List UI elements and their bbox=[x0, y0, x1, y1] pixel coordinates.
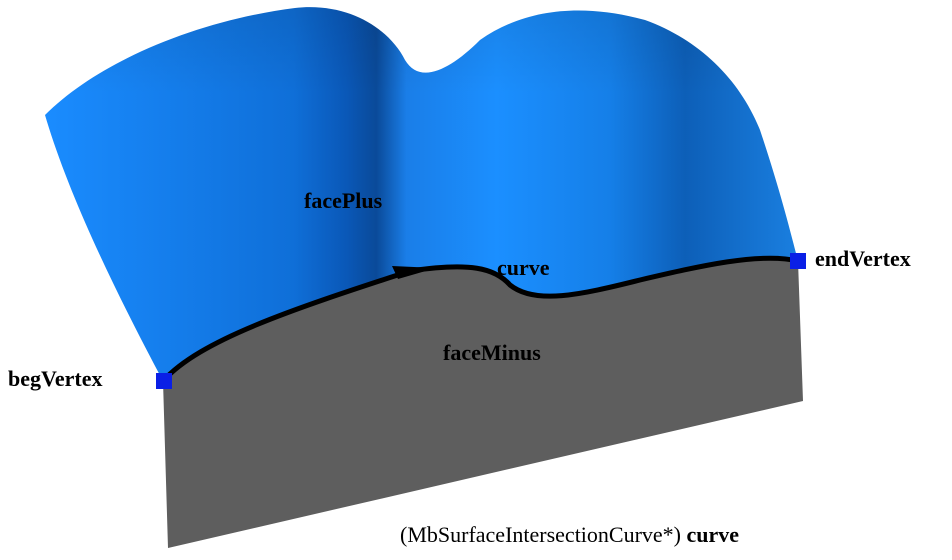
beg-vertex-label: begVertex bbox=[8, 366, 103, 391]
end-vertex-marker bbox=[790, 253, 806, 269]
end-vertex-label: endVertex bbox=[815, 246, 911, 271]
curve-direction-arrow bbox=[392, 266, 436, 279]
face-minus bbox=[163, 258, 803, 548]
face-plus-top-shade bbox=[45, 7, 760, 181]
caption-type: (MbSurfaceIntersectionCurve*) bbox=[400, 522, 682, 547]
intersection-curve bbox=[161, 255, 799, 383]
face-minus-label: faceMinus bbox=[443, 340, 541, 365]
caption-variable: curve bbox=[686, 522, 740, 547]
face-plus-label: facePlus bbox=[304, 188, 383, 213]
beg-vertex-marker bbox=[156, 373, 172, 389]
curve-label: curve bbox=[497, 255, 550, 280]
caption: (MbSurfaceIntersectionCurve*) curve bbox=[400, 522, 739, 548]
